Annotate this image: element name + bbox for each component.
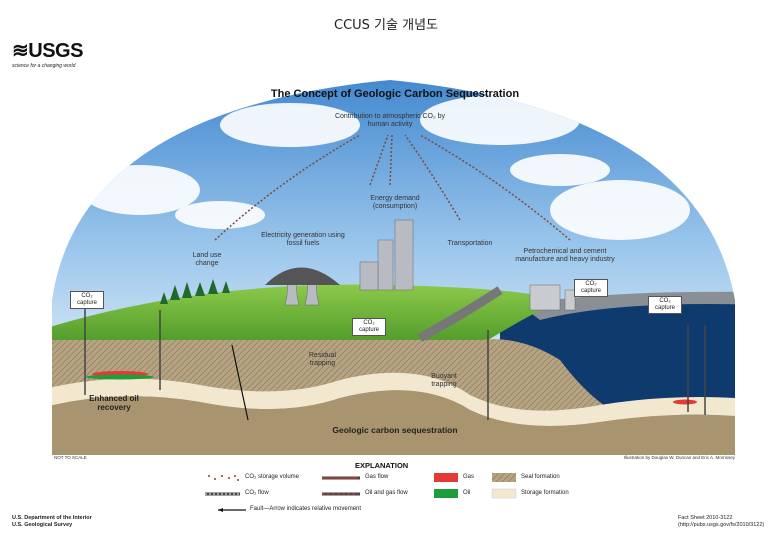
footer-fact-sheet: Fact Sheet 2010-3122: [678, 515, 732, 522]
diagram-title: The Concept of Geologic Carbon Sequestra…: [230, 88, 560, 100]
capture-label-center: CO₂ capture: [352, 318, 386, 336]
label-transportation: Transportation: [440, 240, 500, 248]
label-electricity: Electricity generation using fossil fuel…: [258, 232, 348, 248]
explanation-gas-flow: Gas flow: [365, 474, 388, 481]
swatch-oil: [434, 489, 458, 498]
explanation-storage: Storage formation: [521, 490, 569, 497]
swatch-gas: [434, 473, 458, 482]
explanation-fault: Fault—Arrow indicates relative movement: [250, 506, 361, 513]
swatch-seal: [492, 473, 516, 482]
explanation-oil: Oil: [463, 490, 470, 497]
swatch-storage: [492, 489, 516, 498]
swatch-fault: [218, 508, 246, 512]
capture-label-left: CO₂ capture: [70, 291, 104, 309]
explanation-co2-storage: CO₂ storage volume: [245, 474, 299, 481]
footer-url: (http://pubs.usgs.gov/fs/2010/3122): [678, 522, 764, 529]
label-buoyant: Buoyant trapping: [424, 373, 464, 389]
gas-trap-right: [673, 400, 697, 405]
label-geologic: Geologic carbon sequestration: [300, 426, 490, 434]
label-energy-demand: Energy demand (consumption): [360, 195, 430, 211]
oil-trap-left: [86, 375, 154, 380]
label-petrochemical: Petrochemical and cement manufacture and…: [515, 248, 615, 264]
explanation-oil-gas-flow: Oil and gas flow: [365, 490, 408, 497]
label-residual: Residual trapping: [300, 352, 345, 368]
capture-label-offshore: CO₂ capture: [648, 296, 682, 314]
label-enhanced-oil: Enhanced oil recovery: [84, 394, 144, 412]
label-land-use: Land use change: [182, 252, 232, 268]
explanation-heading: EXPLANATION: [355, 461, 408, 470]
explanation-co2-flow: CO₂ flow: [245, 490, 269, 497]
explanation-gas: Gas: [463, 474, 474, 481]
capture-label-refinery: CO₂ capture: [574, 279, 608, 297]
footer-dept-line2: U.S. Geological Survey: [12, 522, 72, 529]
label-contribution: Contribution to atmospheric CO₂ by human…: [330, 113, 450, 129]
label-illustration-credit: Illustration by Douglas W. Duncan and Er…: [560, 454, 735, 462]
explanation-seal: Seal formation: [521, 474, 560, 481]
swatch-co2-storage: [208, 475, 239, 481]
footer-dept-line1: U.S. Department of the Interior: [12, 515, 92, 522]
label-not-to-scale: NOT TO SCALE: [54, 454, 104, 462]
